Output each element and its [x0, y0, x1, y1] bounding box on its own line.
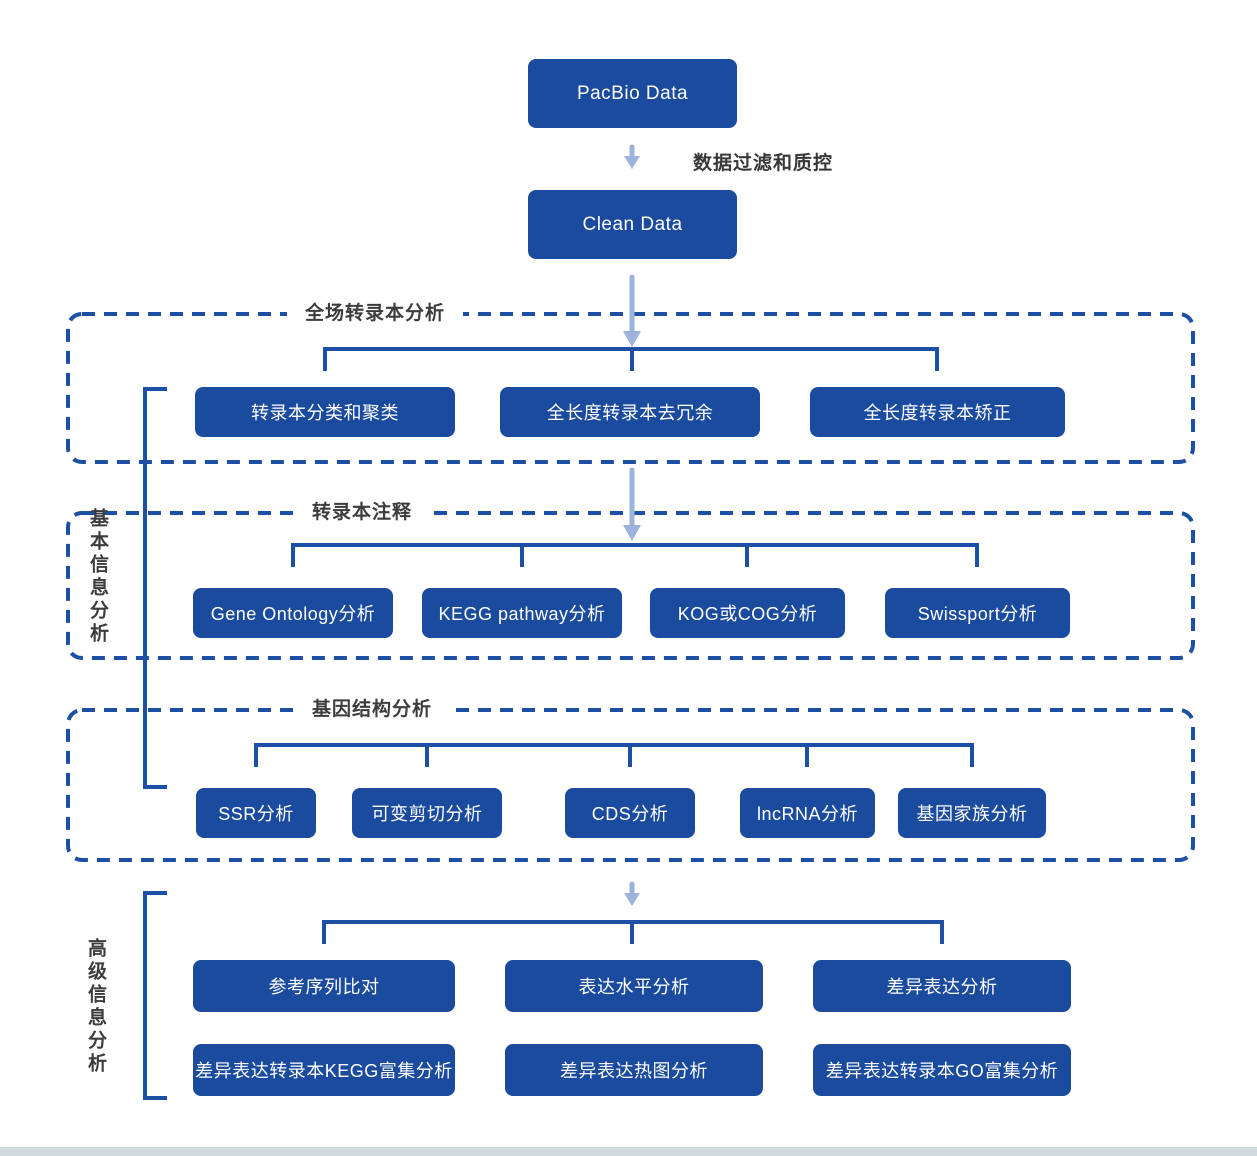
expression-level-box: 表达水平分析	[505, 960, 763, 1012]
pacbio-data-box: PacBio Data	[528, 59, 737, 128]
de-go-enrichment-box: 差异表达转录本GO富集分析	[813, 1044, 1071, 1096]
reference-alignment-box: 参考序列比对	[193, 960, 455, 1012]
cds-analysis-box: CDS分析	[565, 788, 695, 838]
ssr-analysis-box: SSR分析	[196, 788, 316, 838]
connector-trees	[254, 347, 979, 944]
gene-family-box: 基因家族分析	[898, 788, 1046, 838]
kegg-pathway-box: KEGG pathway分析	[422, 588, 622, 638]
qc-step-label: 数据过滤和质控	[693, 153, 834, 174]
full-length-deredundancy-box: 全长度转录本去冗余	[500, 387, 760, 437]
clean-data-box: Clean Data	[528, 190, 737, 259]
basic-analysis-bracket	[143, 387, 167, 789]
full-length-correction-box: 全长度转录本矫正	[810, 387, 1065, 437]
down-arrow-icon-qc	[624, 144, 640, 169]
differential-expression-box: 差异表达分析	[813, 960, 1071, 1012]
de-kegg-enrichment-box: 差异表达转录本KEGG富集分析	[193, 1044, 455, 1096]
basic-analysis-side-label: 基本信息分析	[87, 508, 108, 646]
lncrna-analysis-box: lncRNA分析	[740, 788, 875, 838]
side-brackets	[143, 387, 167, 1100]
section-label-full-length-transcript: 全场转录本分析	[286, 300, 464, 328]
dashed-border-full-length-transcript	[66, 312, 1195, 464]
connector-tree-section1	[323, 347, 939, 371]
de-heatmap-box: 差异表达热图分析	[505, 1044, 763, 1096]
footer-divider-bar	[0, 1147, 1257, 1156]
connector-tree-advanced	[322, 920, 944, 944]
down-arrow-icon-clean-to-section1	[623, 274, 641, 347]
down-arrow-icon-section3-to-advanced	[624, 881, 640, 906]
section-label-transcript-annotation: 转录本注释	[293, 499, 431, 527]
connector-tree-section2	[291, 543, 979, 567]
transcript-classify-cluster-box: 转录本分类和聚类	[195, 387, 455, 437]
gene-ontology-box: Gene Ontology分析	[193, 588, 393, 638]
dashed-border-gene-structure	[66, 708, 1195, 862]
down-arrow-icon-section1-to-section2	[623, 467, 641, 541]
advanced-analysis-side-label: 高级信息分析	[85, 938, 106, 1076]
alt-splicing-box: 可变剪切分析	[352, 788, 502, 838]
connector-tree-section3	[254, 743, 974, 767]
dashed-section-borders	[66, 312, 1195, 862]
swissport-box: Swissport分析	[885, 588, 1070, 638]
kog-cog-box: KOG或COG分析	[650, 588, 845, 638]
advanced-analysis-bracket	[143, 891, 167, 1100]
flow-arrows	[623, 144, 641, 906]
dashed-border-transcript-annotation	[66, 511, 1195, 660]
section-label-gene-structure: 基因结构分析	[293, 696, 451, 724]
